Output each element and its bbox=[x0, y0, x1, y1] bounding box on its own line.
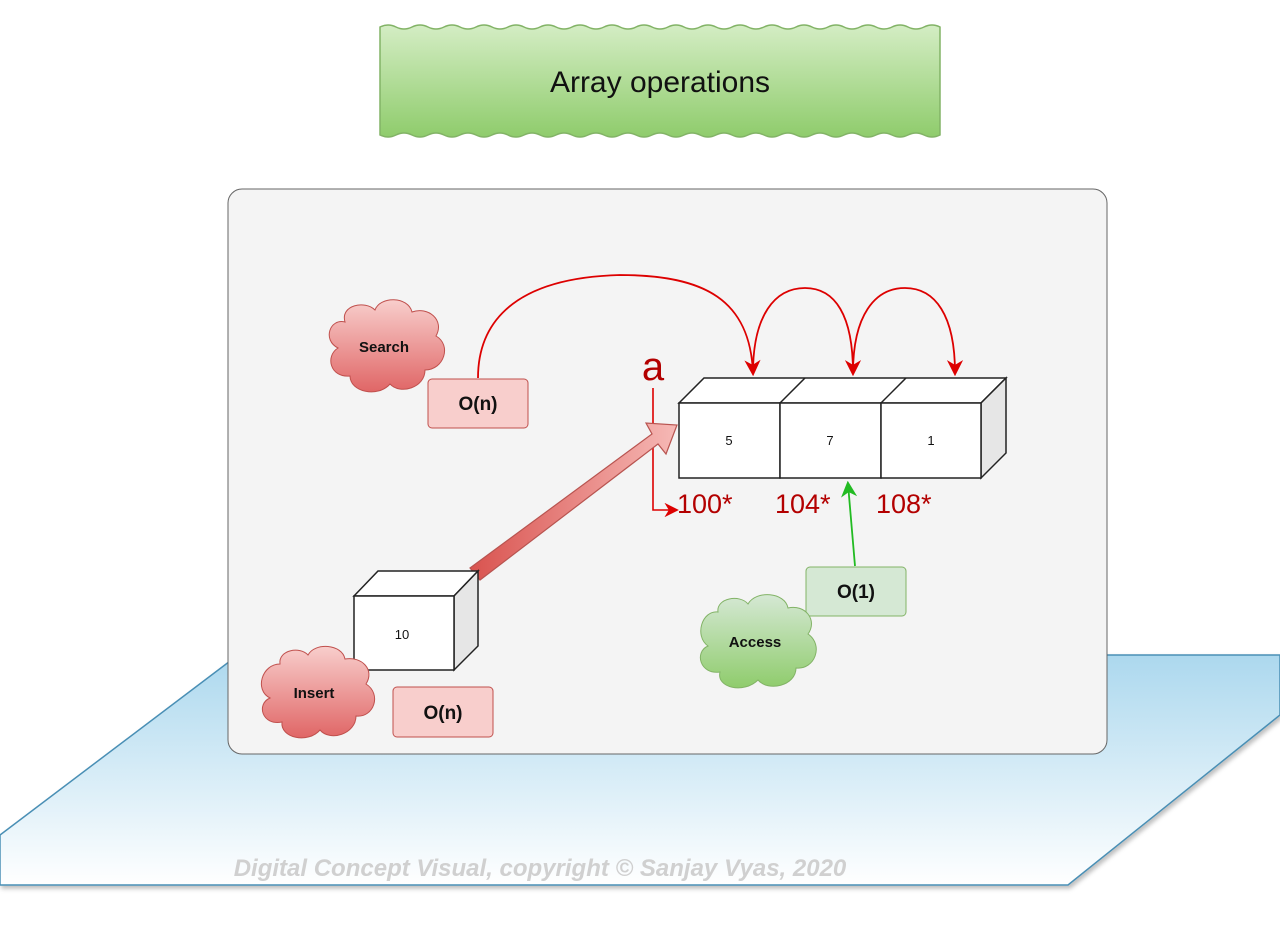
search-cloud: Search bbox=[328, 299, 446, 393]
array-cell-0 bbox=[678, 402, 781, 479]
copyright-footer: Digital Concept Visual, copyright © Sanj… bbox=[234, 855, 847, 882]
array-value-2: 1 bbox=[927, 433, 934, 448]
access-label: Access bbox=[729, 634, 782, 651]
array-value-1: 7 bbox=[826, 433, 833, 448]
access-complexity: O(1) bbox=[837, 582, 875, 603]
insert-value: 10 bbox=[395, 627, 409, 642]
insert-complexity-box: O(n) bbox=[392, 686, 494, 738]
insert-complexity: O(n) bbox=[423, 703, 462, 724]
insert-arrow bbox=[469, 422, 678, 581]
array-value-0: 5 bbox=[725, 433, 732, 448]
address-label-0: 100* bbox=[677, 489, 733, 519]
search-complexity: O(n) bbox=[458, 394, 497, 415]
search-label: Search bbox=[359, 339, 409, 356]
address-label-2: 108* bbox=[876, 489, 932, 519]
array-cell-2 bbox=[880, 402, 982, 479]
access-cloud: Access bbox=[699, 594, 817, 689]
search-traversal-arrows bbox=[477, 274, 964, 379]
insert-block: 10 bbox=[352, 569, 480, 672]
insert-cloud: Insert bbox=[260, 646, 376, 739]
array-variable-label: a bbox=[642, 345, 665, 389]
array-block: 5 7 1 bbox=[677, 376, 1008, 480]
page-title: Array operations bbox=[550, 66, 770, 99]
title-banner: Array operations bbox=[379, 24, 941, 138]
search-complexity-box: O(n) bbox=[427, 378, 529, 429]
insert-label: Insert bbox=[294, 685, 335, 702]
address-label-1: 104* bbox=[775, 489, 831, 519]
access-complexity-box: O(1) bbox=[805, 566, 907, 617]
access-arrow bbox=[841, 480, 858, 567]
